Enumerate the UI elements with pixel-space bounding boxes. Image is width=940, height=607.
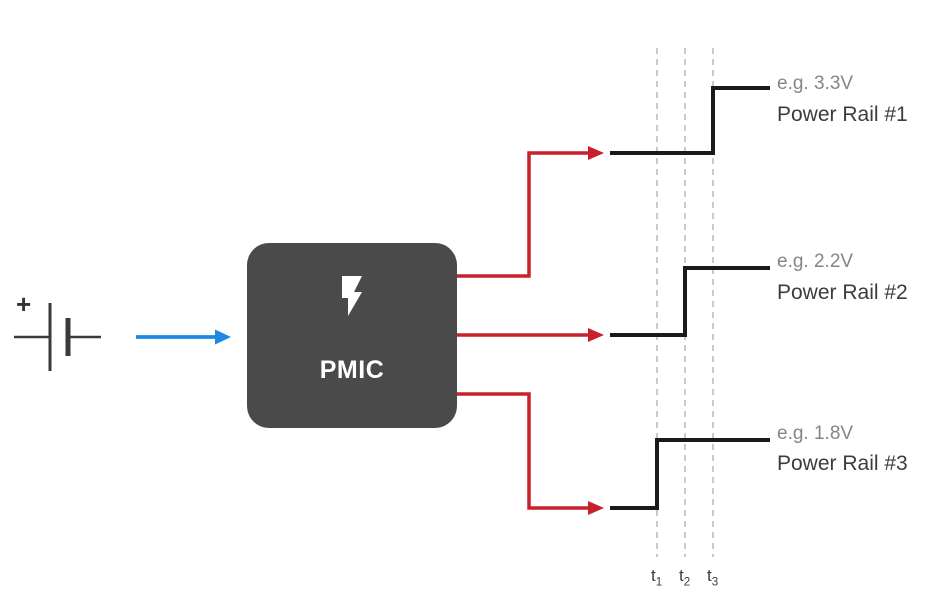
t2-label: t2 [679, 566, 690, 588]
waveform-rail3 [610, 438, 770, 510]
rail2-arrowhead-icon [588, 328, 604, 342]
battery-to-pmic-arrow [136, 329, 231, 345]
t1-sub: 1 [655, 576, 663, 589]
pmic-box [247, 243, 457, 428]
t3-label: t3 [707, 566, 718, 588]
rail2-name-label: Power Rail #2 [777, 281, 908, 304]
t1-base: t [651, 566, 656, 585]
waveform-rail2 [610, 266, 770, 337]
t2-base: t [679, 566, 684, 585]
battery-plus-label: + [16, 289, 32, 319]
red-connector-rail1 [457, 151, 589, 278]
waveform-rail1 [610, 86, 770, 155]
pmic-output-connectors [457, 151, 589, 510]
rail-waveforms [610, 86, 770, 510]
red-connector-rail3 [457, 392, 589, 510]
rail1-name-label: Power Rail #1 [777, 103, 908, 126]
t2-sub: 2 [683, 576, 691, 589]
red-arrowheads [588, 146, 604, 515]
t3-sub: 3 [711, 576, 719, 589]
lightning-bolt-icon [342, 276, 362, 316]
input-arrowhead-icon [215, 329, 231, 345]
t3-base: t [707, 566, 712, 585]
rail2-voltage-label: e.g. 2.2V [777, 251, 854, 272]
battery-icon [14, 303, 101, 371]
rail3-voltage-label: e.g. 1.8V [777, 423, 854, 444]
rail1-arrowhead-icon [588, 146, 604, 160]
t1-label: t1 [651, 566, 662, 588]
rail3-arrowhead-icon [588, 501, 604, 515]
rail1-voltage-label: e.g. 3.3V [777, 73, 854, 94]
pmic-label: PMIC [319, 356, 385, 384]
rail3-name-label: Power Rail #3 [777, 452, 908, 475]
